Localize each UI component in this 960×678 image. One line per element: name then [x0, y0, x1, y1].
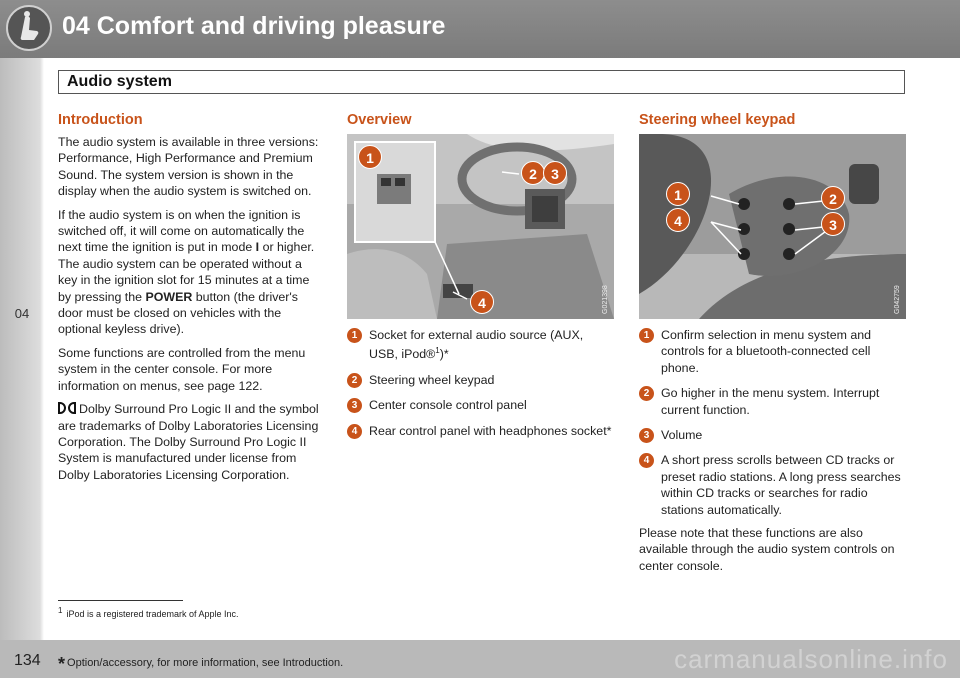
- list-item-text: Center console control panel: [369, 398, 527, 413]
- page-footer: 134 *Option/accessory, for more informat…: [0, 640, 960, 678]
- intro-paragraph-4: Dolby Surround Pro Logic II and the symb…: [58, 401, 323, 483]
- chapter-title: 04 Comfort and driving pleasure: [62, 12, 446, 40]
- list-item: 4 Rear control panel with headphones sock…: [347, 423, 614, 439]
- footnote-mark: 1: [58, 606, 63, 615]
- list-item: 3 Volume: [639, 427, 907, 444]
- list-number: 2: [639, 386, 654, 402]
- steering-list: 1 Confirm selection in menu system and co…: [639, 327, 907, 518]
- list-item-text: A short press scrolls between CD tracks …: [661, 453, 901, 517]
- footnote-text: iPod is a registered trademark of Apple …: [66, 609, 239, 619]
- steering-image-code: G042759: [894, 285, 901, 314]
- list-number: 4: [639, 453, 654, 469]
- intro-paragraph-3: Some functions are controlled from the m…: [58, 345, 306, 393]
- list-item: 2 Steering wheel keypad: [347, 372, 614, 388]
- list-number: 1: [347, 328, 362, 343]
- chapter-tab-number: 04: [14, 306, 30, 321]
- list-item: 4 A short press scrolls between CD tracks…: [639, 452, 907, 518]
- steering-callout-1: 1: [666, 182, 690, 206]
- chapter-tab-shading: [0, 58, 44, 640]
- steering-heading: Steering wheel keypad: [639, 112, 796, 128]
- footer-note: *Option/accessory, for more information,…: [58, 654, 343, 675]
- list-item-text: Confirm selection in menu system and con…: [661, 328, 872, 375]
- list-number: 4: [347, 423, 362, 439]
- list-number: 1: [639, 328, 654, 343]
- steering-callout-4: 4: [666, 208, 690, 232]
- chapter-tab: 04: [0, 58, 44, 640]
- introduction-column: Introduction The audio system is availab…: [58, 112, 323, 490]
- intro-p2-text-b: or higher. The audio system can be opera…: [58, 240, 315, 304]
- list-item: 3 Center console control panel: [347, 397, 614, 414]
- list-item-text: Socket for external audio source (AUX, U…: [369, 328, 584, 362]
- section-bar: Audio system: [58, 70, 905, 94]
- list-item-tail: )*: [439, 347, 449, 362]
- overview-callout-4: 4: [470, 290, 494, 314]
- list-number: 2: [347, 372, 362, 388]
- intro-paragraph-2: If the audio system is on when the ignit…: [58, 207, 323, 338]
- intro-p2-text-c: button (the driver's door must be closed…: [58, 289, 298, 337]
- list-item: 1 Confirm selection in menu system and co…: [639, 327, 907, 376]
- dolby-text: Dolby Surround Pro Logic II and the symb…: [58, 402, 319, 482]
- overview-image-code: G021398: [602, 285, 609, 314]
- footer-note-text: Option/accessory, for more information, …: [67, 657, 344, 669]
- power-button-label: POWER: [145, 289, 193, 304]
- list-item-text: Volume: [661, 428, 703, 443]
- car-interior-photo: 1 2 3 4 G021398: [347, 134, 614, 319]
- list-item-text: Steering wheel keypad: [369, 372, 495, 387]
- list-item-text: Rear control panel with headphones socke…: [369, 423, 612, 438]
- overview-callout-2: 2: [521, 161, 545, 185]
- introduction-heading: Introduction: [58, 112, 143, 128]
- page-number: 134: [14, 652, 41, 669]
- steering-note: Please note that these functions are als…: [639, 526, 895, 573]
- steering-wheel-photo: 1 2 3 4 G042759: [639, 134, 906, 319]
- footnote-ref: 1: [435, 346, 440, 356]
- overview-callout-3: 3: [543, 161, 567, 185]
- intro-p2-text-a: If the audio system is on when the ignit…: [58, 207, 305, 255]
- overview-callout-1: 1: [358, 145, 382, 169]
- steering-callout-2: 2: [821, 186, 845, 210]
- list-number: 3: [639, 428, 654, 444]
- footnote-divider: [58, 600, 183, 601]
- watermark: carmanualsonline.info: [674, 644, 948, 674]
- intro-paragraph-1: The audio system is available in three v…: [58, 135, 319, 199]
- asterisk-mark: *: [58, 654, 66, 674]
- steering-callout-3: 3: [821, 212, 845, 236]
- seat-icon: [6, 5, 52, 51]
- ignition-mode: I: [255, 240, 260, 255]
- steering-keypad-column: Steering wheel keypad 1 2 3 4 G042759: [639, 112, 907, 581]
- dolby-logo-icon: [58, 402, 76, 415]
- page-header: 04 Comfort and driving pleasure: [0, 0, 960, 58]
- list-item-text: Go higher in the menu system. Interrupt …: [661, 386, 880, 417]
- list-number: 3: [347, 398, 362, 414]
- overview-heading: Overview: [347, 112, 412, 128]
- section-title: Audio system: [67, 73, 172, 90]
- list-item: 2 Go higher in the menu system. Interrupt…: [639, 385, 907, 418]
